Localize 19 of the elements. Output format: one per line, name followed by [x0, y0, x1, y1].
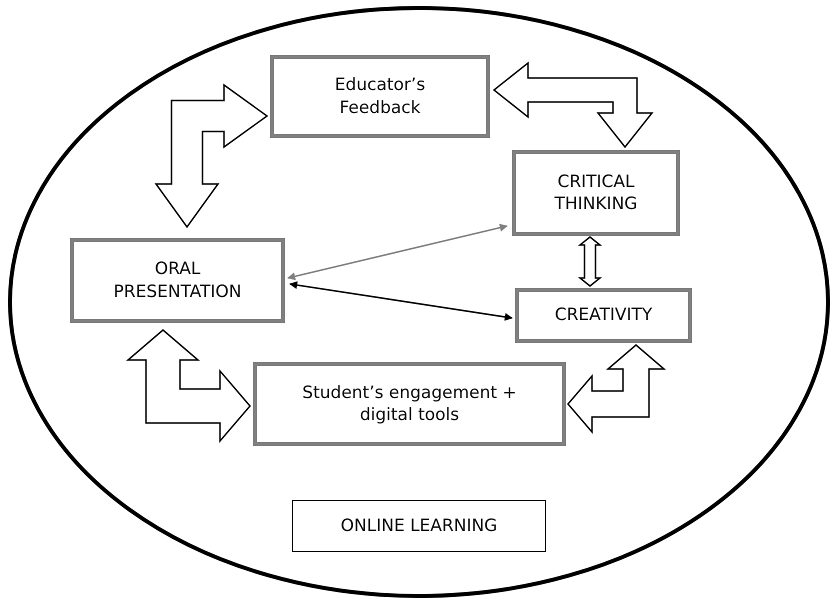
- text-box: [512, 150, 680, 236]
- text-box: [515, 288, 692, 343]
- block-arrow: [126, 329, 251, 444]
- box-label: CRITICAL THINKING: [554, 170, 638, 216]
- arrow: [289, 281, 513, 321]
- text-box: [70, 238, 285, 323]
- block-arrow: [492, 61, 654, 148]
- text-box: [253, 362, 566, 446]
- block-arrow: [578, 236, 602, 287]
- text-box: [292, 500, 546, 552]
- text-box: [270, 55, 490, 138]
- box-label: Student’s engagement + digital tools: [301, 382, 518, 426]
- box-label: ORAL PRESENTATION: [112, 258, 242, 303]
- box-label: Educator’s Feedback: [334, 74, 426, 119]
- box-label: ONLINE LEARNING: [340, 514, 498, 538]
- arrow: [287, 224, 508, 280]
- block-arrow: [154, 84, 268, 228]
- box-label: CREATIVITY: [554, 304, 652, 327]
- block-arrow: [567, 344, 666, 434]
